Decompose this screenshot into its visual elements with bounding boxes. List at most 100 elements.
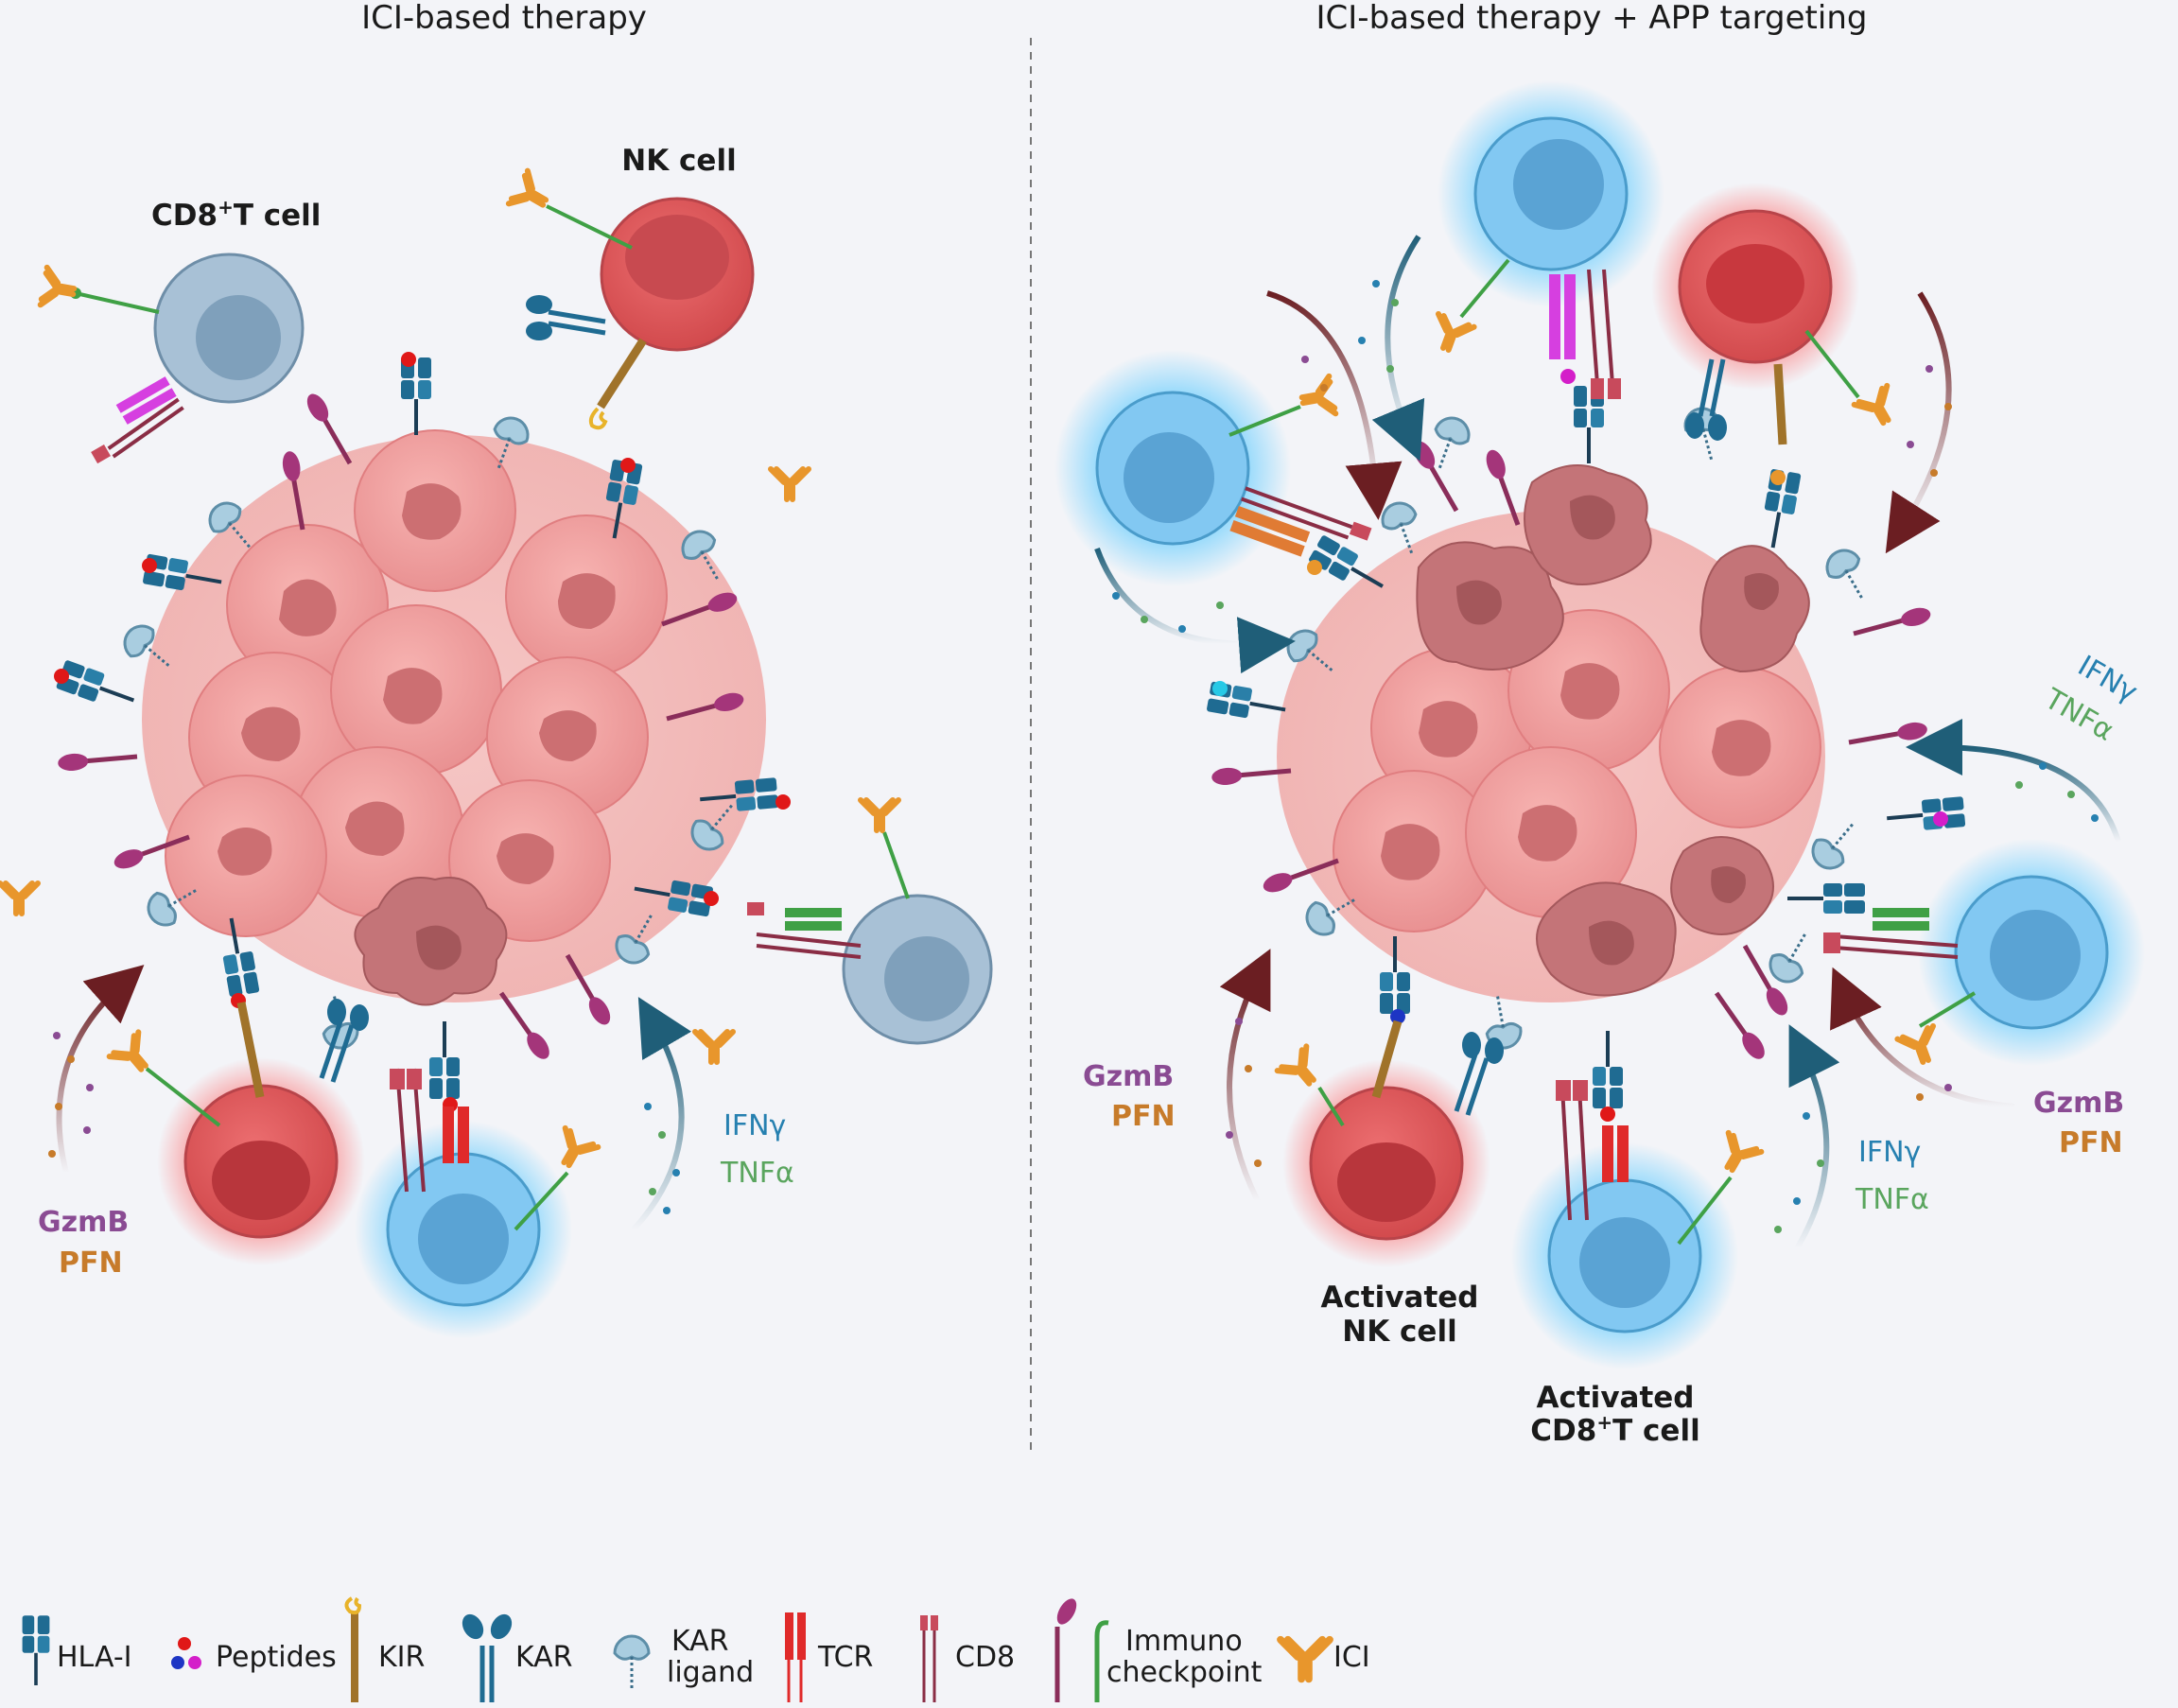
left-tumor-cluster bbox=[142, 429, 766, 1006]
legend-item-tcr: TCR bbox=[785, 1612, 873, 1702]
legend-item-ici: ICI bbox=[1281, 1640, 1370, 1680]
cd8-t-cell-activated-right-side bbox=[1823, 839, 2145, 1068]
kar-icon bbox=[1454, 1032, 1504, 1116]
kar-ligand-icon bbox=[613, 1634, 651, 1693]
cd8-t-cell-activated-bottom bbox=[1511, 1080, 1761, 1369]
cytokine-arrow-left-side bbox=[1094, 547, 1296, 674]
nk-cell-label: NK cell bbox=[621, 144, 736, 178]
immuno-checkpoint-icon bbox=[1054, 1598, 1109, 1702]
ici-icon bbox=[41, 268, 77, 310]
pfn-label-right-left: PFN bbox=[1111, 1100, 1176, 1133]
pfn-label-right-right: PFN bbox=[2059, 1126, 2123, 1159]
tnfa-label-right-bottom: TNFα bbox=[1855, 1183, 1929, 1216]
ici-icon bbox=[771, 469, 809, 499]
hla-i-icon bbox=[399, 356, 433, 437]
svg-text:checkpoint: checkpoint bbox=[1106, 1656, 1263, 1689]
ifng-label-right-bottom: IFNγ bbox=[1858, 1136, 1921, 1169]
nk-cell-activated-top bbox=[1651, 183, 1903, 445]
immuno-checkpoint-icon bbox=[1847, 721, 1928, 751]
immuno-checkpoint-icon bbox=[58, 748, 138, 772]
legend-item-kar-ligand: KAR ligand bbox=[613, 1625, 754, 1693]
immuno-checkpoint-icon bbox=[1409, 438, 1464, 515]
legend-item-kir: KIR bbox=[344, 1596, 425, 1702]
tcr-icon bbox=[785, 1612, 806, 1702]
immuno-checkpoint-icon bbox=[495, 988, 554, 1063]
left-panel-title: ICI-based therapy bbox=[361, 0, 647, 37]
cytokine-arrow-right-side bbox=[1906, 719, 2121, 843]
ifng-label-left: IFNγ bbox=[723, 1109, 786, 1142]
ici-icon bbox=[695, 1032, 733, 1062]
kar-ligand-icon bbox=[1819, 542, 1880, 611]
activated-cd8-label-line2: CD8+T cell bbox=[1530, 1411, 1699, 1448]
right-secreted-granules bbox=[1112, 280, 2099, 1233]
ici-icon bbox=[1855, 386, 1903, 431]
svg-text:KAR: KAR bbox=[515, 1641, 573, 1674]
kar-icon bbox=[462, 1613, 513, 1702]
svg-text:ligand: ligand bbox=[667, 1656, 754, 1689]
hla-i-icon bbox=[1883, 794, 1968, 836]
ici-icon bbox=[1299, 376, 1335, 419]
hla-i-icon bbox=[427, 1020, 462, 1101]
gzmb-pfn-arrow-right-side bbox=[1830, 967, 2015, 1109]
svg-text:Immuno: Immuno bbox=[1125, 1625, 1243, 1658]
gzmb-label-right-right: GzmB bbox=[2033, 1087, 2124, 1120]
legend-item-kar: KAR bbox=[462, 1613, 573, 1702]
right-tumor-cluster bbox=[1277, 464, 1825, 1002]
immuno-checkpoint-icon bbox=[1852, 605, 1933, 642]
svg-text:ICI: ICI bbox=[1333, 1641, 1370, 1674]
kar-icon bbox=[526, 295, 606, 340]
hla-i-icon bbox=[1786, 881, 1867, 915]
ici-icon bbox=[0, 883, 38, 914]
svg-text:Peptides: Peptides bbox=[216, 1641, 337, 1674]
cd8-t-cell-activated-left-side bbox=[1054, 350, 1372, 586]
gzmb-label-left: GzmB bbox=[38, 1206, 129, 1239]
cd8-t-cell-activated-left bbox=[355, 1068, 599, 1338]
cd8-icon bbox=[920, 1615, 938, 1702]
svg-text:HLA-I: HLA-I bbox=[57, 1641, 132, 1674]
cytokine-arrow-top bbox=[1371, 235, 1425, 462]
ici-icon bbox=[1281, 1640, 1330, 1680]
svg-text:CD8: CD8 bbox=[955, 1641, 1015, 1674]
svg-text:TCR: TCR bbox=[817, 1641, 873, 1674]
cd8-cell-label: CD8+T cell bbox=[151, 196, 321, 233]
gzmb-pfn-arrow-left bbox=[56, 965, 145, 1174]
tnfa-label-left: TNFα bbox=[720, 1157, 794, 1190]
legend-item-cd8: CD8 bbox=[920, 1615, 1015, 1702]
left-secreted-granules bbox=[48, 1032, 680, 1214]
cytokine-arrow-left bbox=[631, 997, 692, 1232]
ici-icon bbox=[1897, 1026, 1943, 1068]
legend-item-immuno-checkpoint: Immuno checkpoint bbox=[1054, 1598, 1263, 1702]
nk-cell-activated-bottom bbox=[1278, 1020, 1504, 1267]
gzmb-pfn-arrow-top-left bbox=[1266, 290, 1403, 520]
legend: HLA-I Peptides KIR KAR bbox=[20, 1596, 1370, 1702]
ici-icon bbox=[1714, 1133, 1762, 1178]
nk-cell-resting bbox=[509, 171, 755, 430]
kir-icon bbox=[344, 1596, 362, 1702]
gzmb-pfn-arrow-bottom-left bbox=[1219, 949, 1271, 1203]
kar-ligand-icon bbox=[1762, 921, 1823, 990]
hla-i-icon bbox=[53, 657, 141, 717]
svg-text:KIR: KIR bbox=[378, 1641, 425, 1674]
activated-nk-label-line2: NK cell bbox=[1342, 1315, 1456, 1349]
cytokine-arrow-bottom bbox=[1788, 1024, 1840, 1250]
nk-cell-activated-left bbox=[110, 999, 369, 1265]
activated-cd8-label-line1: Activated bbox=[1537, 1381, 1695, 1415]
kar-icon bbox=[319, 999, 369, 1083]
ici-icon bbox=[550, 1128, 599, 1174]
ici-icon bbox=[1428, 314, 1474, 356]
svg-text:KAR: KAR bbox=[671, 1625, 729, 1658]
legend-item-hla-i: HLA-I bbox=[20, 1613, 132, 1687]
cd8-t-cell-resting-right bbox=[747, 800, 993, 1045]
pfn-label-left: PFN bbox=[59, 1246, 123, 1280]
kar-icon bbox=[1685, 358, 1727, 441]
cd8-t-cell-activated-top bbox=[1428, 80, 1664, 399]
ici-icon bbox=[509, 171, 554, 219]
kir-icon bbox=[588, 338, 647, 430]
legend-item-peptides: Peptides bbox=[171, 1637, 337, 1674]
cd8-t-cell-resting-top bbox=[41, 253, 305, 464]
gzmb-label-right-left: GzmB bbox=[1083, 1060, 1174, 1093]
gzmb-pfn-arrow-top-right bbox=[1885, 291, 1952, 554]
activated-nk-label-line1: Activated bbox=[1321, 1281, 1479, 1315]
right-panel-title: ICI-based therapy + APP targeting bbox=[1316, 0, 1868, 37]
